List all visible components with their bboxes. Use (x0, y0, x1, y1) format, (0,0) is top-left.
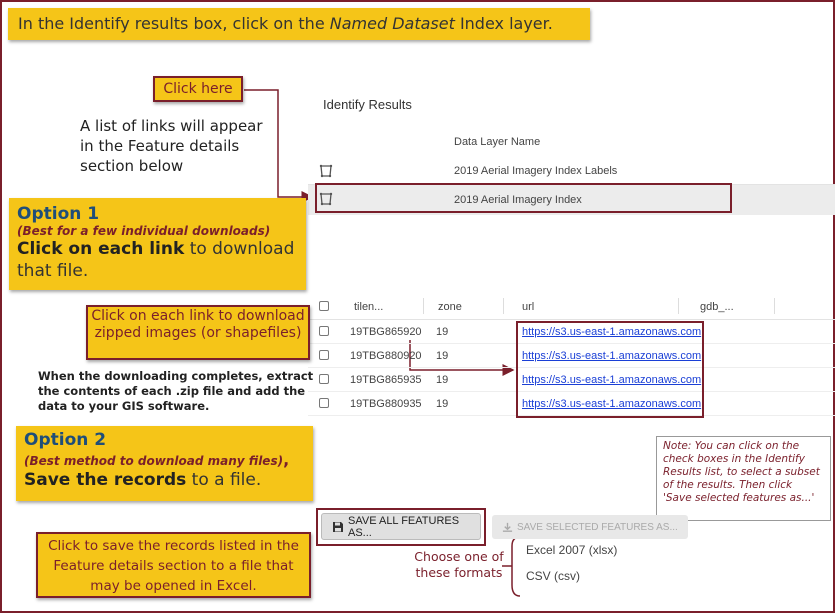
zone-value: 19 (436, 326, 449, 338)
url-link[interactable]: https://s3.us-east-1.amazonaws.com (522, 374, 702, 386)
format-option-xlsx[interactable]: Excel 2007 (xlsx) (526, 543, 618, 557)
download-icon (502, 522, 513, 532)
option2-bold: Save the records (24, 470, 187, 490)
save-selected-features-button[interactable]: SAVE SELECTED FEATURES AS... (492, 515, 688, 539)
option1-bold: Click on each link (17, 239, 185, 259)
option2-subtitle-text: (Best method to download many files) (24, 454, 284, 468)
option2-title: Option 2 (24, 430, 107, 450)
option2-box: Option 2 (Best method to download many f… (16, 426, 313, 501)
table-row: 19TBG880935 19 https://s3.us-east-1.amaz… (308, 392, 835, 416)
tile-name: 19TBG880920 (350, 350, 422, 362)
select-all-checkbox[interactable] (319, 301, 329, 311)
floppy-disk-icon (333, 521, 343, 532)
data-layer-name-header: Data Layer Name (454, 136, 541, 148)
option2-subtitle-suffix: , (283, 450, 290, 469)
row-checkbox[interactable] (319, 326, 329, 336)
col-zone[interactable]: zone (438, 301, 462, 313)
col-gdb[interactable]: gdb_... (700, 301, 734, 313)
tile-name: 19TBG865920 (350, 326, 422, 338)
instruction-text-emph: Named Dataset (329, 14, 455, 33)
col-tilename[interactable]: tilen... (354, 301, 384, 313)
zone-value: 19 (436, 350, 449, 362)
row-checkbox[interactable] (319, 398, 329, 408)
row-checkbox[interactable] (319, 350, 329, 360)
click-here-text: Click here (163, 81, 233, 97)
url-link[interactable]: https://s3.us-east-1.amazonaws.com (522, 326, 702, 338)
instruction-text-after: Index layer. (454, 14, 553, 33)
formats-callout: Choose one of these formats (414, 549, 504, 580)
option1-rest: to download that file. (17, 239, 295, 281)
option2-subtitle: (Best method to download many files), (24, 450, 305, 469)
extract-note: When the downloading completes, extract … (38, 369, 314, 413)
row-checkbox[interactable] (319, 374, 329, 384)
polygon-icon (319, 164, 333, 178)
format-option-csv[interactable]: CSV (csv) (526, 569, 580, 583)
layer-row-selected[interactable]: 2019 Aerial Imagery Index (308, 185, 835, 215)
table-row: 19TBG880920 19 https://s3.us-east-1.amaz… (308, 344, 835, 368)
save-all-features-button[interactable]: SAVE ALL FEATURES AS... (321, 513, 481, 540)
layer-name: 2019 Aerial Imagery Index Labels (454, 165, 618, 177)
table-row: 19TBG865935 19 https://s3.us-east-1.amaz… (308, 368, 835, 392)
option1-body: Click on each link to download that file… (17, 238, 298, 282)
click-here-callout: Click here (153, 76, 243, 102)
layer-name: 2019 Aerial Imagery Index (454, 194, 582, 206)
instruction-text-before: In the Identify results box, click on th… (18, 14, 330, 33)
url-link[interactable]: https://s3.us-east-1.amazonaws.com (522, 350, 702, 362)
polygon-icon (319, 192, 333, 206)
option1-box: Option 1 (Best for a few individual down… (9, 198, 306, 290)
save-all-label: SAVE ALL FEATURES AS... (348, 514, 460, 539)
side-note: Note: You can click on the check boxes i… (656, 436, 831, 521)
option1-subtitle: (Best for a few individual downloads) (17, 224, 271, 238)
highlight-box-layer (315, 183, 732, 213)
zone-value: 19 (436, 374, 449, 386)
table-row: 19TBG865920 19 https://s3.us-east-1.amaz… (308, 320, 835, 344)
layer-row[interactable]: 2019 Aerial Imagery Index Labels (308, 157, 835, 185)
zone-value: 19 (436, 398, 449, 410)
highlight-box-urls (516, 321, 704, 418)
option1-title: Option 1 (17, 204, 100, 224)
list-note: A list of links will appear in the Featu… (80, 117, 263, 175)
save-callout: Click to save the records listed in the … (36, 532, 311, 598)
tile-name: 19TBG880935 (350, 398, 422, 410)
save-selected-label: SAVE SELECTED FEATURES AS... (517, 521, 678, 533)
option2-rest: to a file. (186, 470, 262, 490)
option2-body: Save the records to a file. (24, 469, 305, 491)
url-link[interactable]: https://s3.us-east-1.amazonaws.com (522, 398, 702, 410)
instruction-banner: In the Identify results box, click on th… (8, 8, 590, 40)
tile-name: 19TBG865935 (350, 374, 422, 386)
link-callout: Click on each link to download zipped im… (86, 305, 310, 360)
identify-results-title: Identify Results (323, 97, 412, 112)
col-url[interactable]: url (522, 301, 535, 313)
highlight-box-save (316, 508, 486, 546)
features-table-header: tilen... zone url gdb_... (308, 294, 835, 320)
format-menu: Excel 2007 (xlsx) CSV (csv) (520, 538, 680, 598)
